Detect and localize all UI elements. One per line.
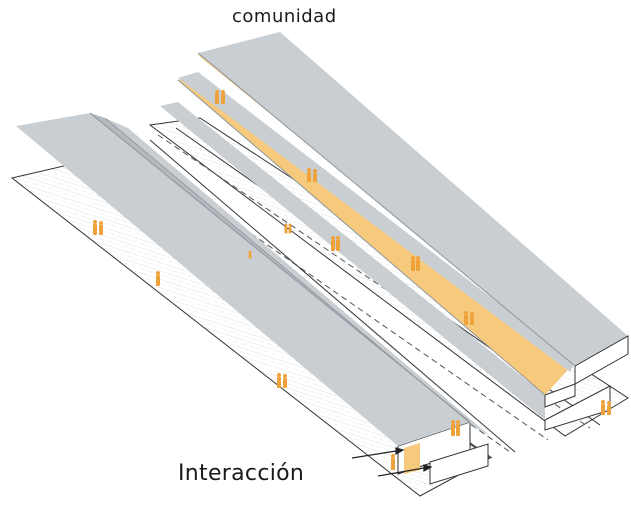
right-building — [160, 32, 629, 431]
right-roof-top — [198, 32, 628, 366]
left-roof-step-2 — [105, 118, 490, 436]
right-slab-edge — [544, 383, 576, 408]
right-roof-level-2 — [178, 72, 575, 372]
person-icon — [411, 256, 420, 271]
person-icon — [248, 250, 252, 259]
label-comunidad: comunidad — [232, 6, 337, 27]
right-facade-level-1 — [178, 74, 575, 395]
person-icon — [601, 400, 611, 415]
person-icon — [464, 311, 474, 325]
left-facade-accent — [404, 443, 420, 474]
left-roof — [16, 113, 470, 446]
person-icon — [331, 236, 340, 251]
arrow-icon — [351, 447, 433, 477]
right-roof-top-edge — [574, 335, 629, 385]
person-icon — [156, 271, 160, 286]
left-building — [16, 112, 490, 485]
person-icon — [391, 454, 395, 470]
person-icon — [284, 223, 292, 234]
label-interaccion: Interacción — [178, 461, 305, 486]
person-icon — [277, 373, 287, 388]
person-icon — [215, 90, 225, 104]
person-icon — [93, 220, 103, 235]
people — [93, 90, 611, 470]
left-plinth-wall-2 — [429, 443, 489, 485]
person-icon — [307, 168, 317, 182]
right-roof-level-1 — [160, 102, 545, 420]
person-icon — [451, 420, 460, 436]
